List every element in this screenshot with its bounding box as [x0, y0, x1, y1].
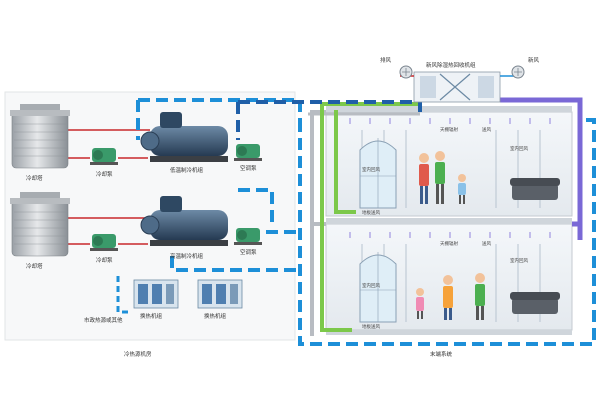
- cooling-tower-label: 冷却塔: [26, 262, 43, 270]
- pump-icon: [234, 228, 262, 245]
- cooling-pump-label: 冷却泵: [96, 170, 113, 178]
- floor-supply-label: 地板送风: [362, 209, 380, 216]
- plant-room-caption: 冷热源机房: [124, 350, 152, 358]
- fresh-air-unit: [400, 71, 514, 103]
- indoor-return-label: 室内回风: [510, 145, 528, 152]
- person-icon: [443, 275, 453, 320]
- person-icon: [419, 153, 429, 204]
- exhaust-air-label: 排风: [380, 56, 392, 64]
- fan-icon: [511, 65, 525, 79]
- sofa-icon: [510, 292, 560, 314]
- ac-pump-label: 空调泵: [240, 248, 257, 256]
- cooling-tower-icon: [10, 104, 70, 169]
- heat-exchanger-icon: [197, 279, 243, 309]
- pump-icon: [90, 148, 118, 165]
- window-icon: [359, 138, 397, 209]
- person-icon: [458, 174, 466, 204]
- fresh-air-label: 新风: [528, 56, 540, 64]
- supply-air-label: 送风: [482, 126, 491, 133]
- indoor-return-label: 室内回风: [362, 166, 380, 173]
- indoor-return-label: 室内回风: [510, 257, 528, 264]
- person-icon: [475, 273, 485, 320]
- supply-air-label: 送风: [482, 240, 491, 247]
- ceiling-radiant-label: 天棚辐射: [440, 240, 458, 247]
- pump-icon: [234, 144, 262, 161]
- chiller-icon: [140, 112, 228, 162]
- chiller-label: 高温制冷机组: [170, 252, 204, 260]
- sofa-icon: [510, 178, 560, 200]
- ac-pump-label: 空调泵: [240, 164, 257, 172]
- chiller-label: 低温制冷机组: [170, 166, 204, 174]
- person-icon: [416, 288, 424, 319]
- heat-exchanger-icon: [133, 279, 179, 309]
- cooling-tower-label: 冷却塔: [26, 174, 43, 182]
- person-icon: [435, 151, 445, 204]
- terminal-system-caption: 末端系统: [430, 350, 453, 358]
- heat-exchanger-label: 换热机组: [204, 312, 227, 320]
- window-icon: [359, 252, 397, 323]
- pump-icon: [90, 234, 118, 251]
- fresh-air-unit-label: 新风除湿热回收机组: [426, 61, 476, 69]
- municipal-heating-label: 市政热源或其他: [84, 316, 123, 324]
- ceiling-radiant-arrows: [349, 118, 551, 238]
- floor-supply-label: 地板送风: [362, 323, 380, 330]
- chiller-icon: [140, 196, 228, 246]
- heat-exchanger-label: 换热机组: [140, 312, 163, 320]
- indoor-return-label: 室内回风: [362, 282, 380, 289]
- ceiling-radiant-label: 天棚辐射: [440, 126, 458, 133]
- cooling-tower-icon: [10, 192, 70, 257]
- fan-icon: [399, 65, 413, 79]
- cooling-pump-label: 冷却泵: [96, 256, 113, 264]
